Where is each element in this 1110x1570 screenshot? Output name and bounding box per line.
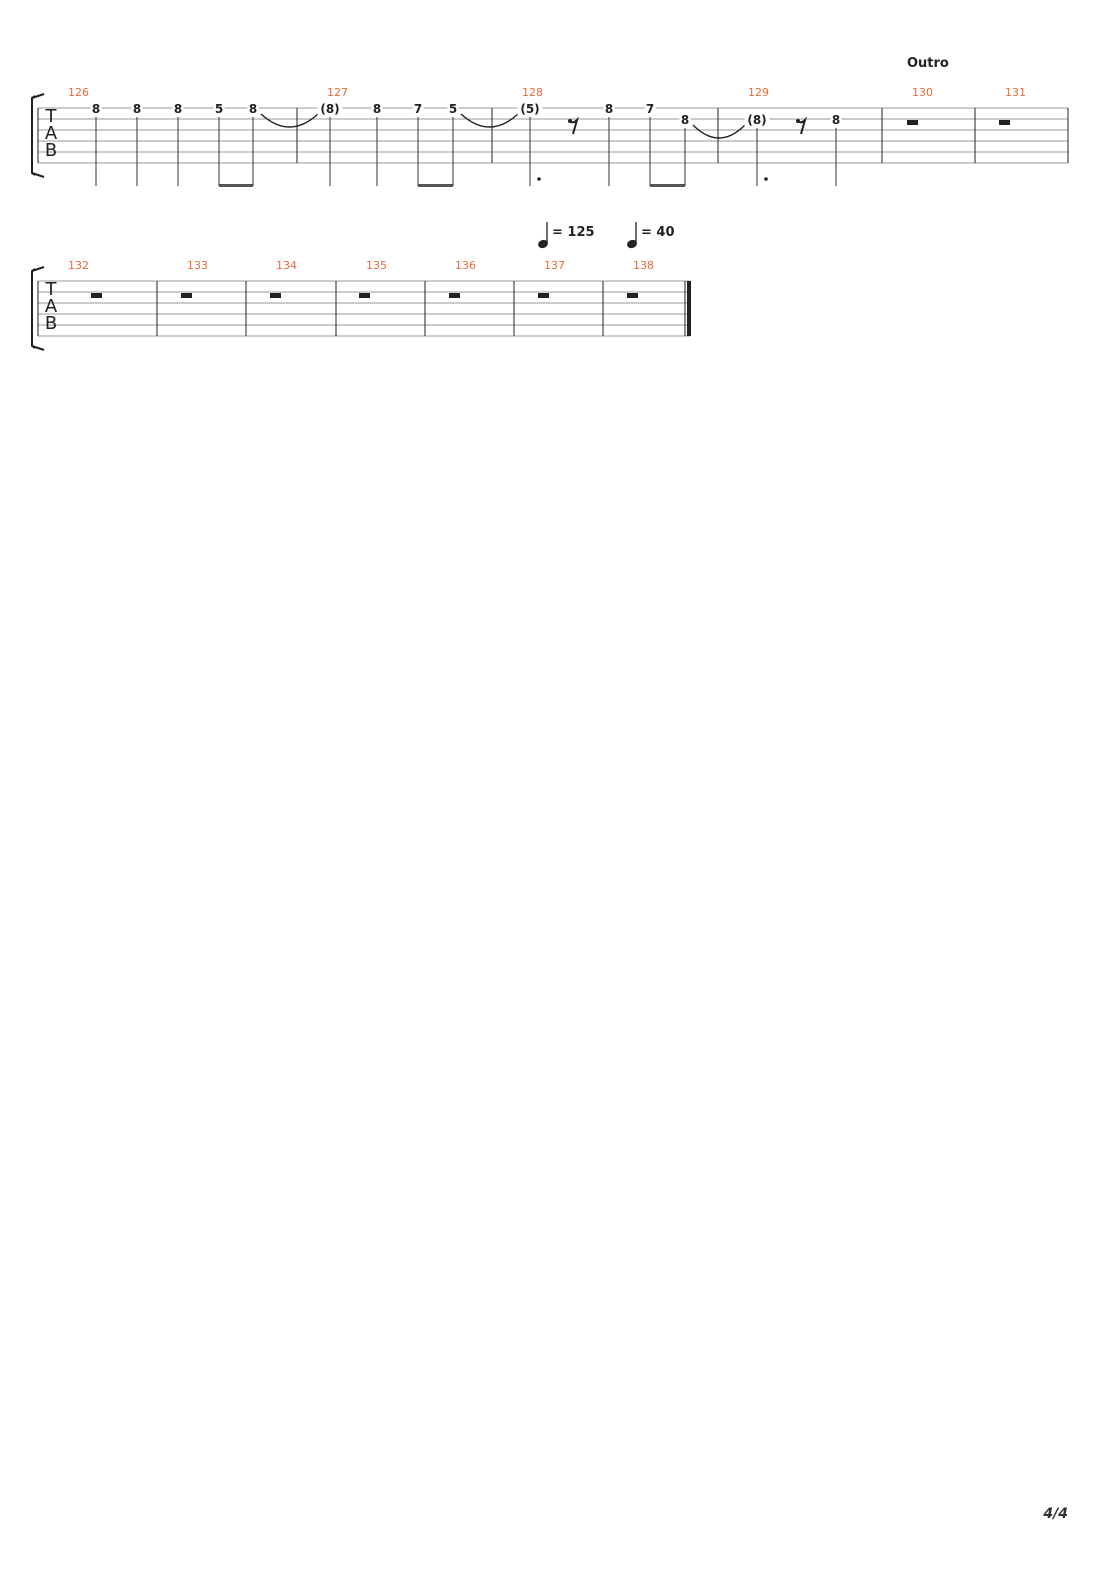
quarter-note-icon	[538, 239, 548, 249]
fret-mask	[830, 115, 842, 126]
eighth-beam	[650, 184, 685, 187]
tie-arc	[260, 113, 319, 128]
measure-number: 127	[327, 86, 348, 99]
fret-number: 7	[646, 102, 654, 116]
fret-mask	[603, 104, 615, 115]
whole-rest	[999, 120, 1010, 125]
fret-mask	[131, 104, 143, 115]
whole-rest	[627, 293, 638, 298]
fret-number: (8)	[747, 113, 766, 127]
fret-number: 5	[449, 102, 457, 116]
fret-mask	[679, 115, 691, 126]
fret-number: 8	[832, 113, 840, 127]
page-number: 4/4	[1043, 1506, 1068, 1522]
measure-number: 136	[455, 259, 476, 272]
tie-arc	[460, 113, 519, 128]
fret-mask	[447, 104, 459, 115]
fret-number: (8)	[320, 102, 339, 116]
fret-number: (5)	[520, 102, 539, 116]
fret-number: 8	[92, 102, 100, 116]
tab-clef-letter: T	[45, 279, 58, 300]
whole-rest	[538, 293, 549, 298]
fret-mask	[517, 104, 543, 115]
fret-number: 8	[133, 102, 141, 116]
tempo-marking: = 40	[641, 225, 675, 240]
tab-clef-letter: A	[45, 123, 58, 144]
measure-number: 135	[366, 259, 387, 272]
whole-rest	[91, 293, 102, 298]
whole-rest	[907, 120, 918, 125]
tab-clef-letter: B	[45, 313, 57, 334]
fret-mask	[412, 104, 424, 115]
measure-number: 134	[276, 259, 297, 272]
fret-number: 8	[605, 102, 613, 116]
quarter-note-icon	[627, 239, 637, 249]
eighth-beam	[219, 184, 253, 187]
system-bracket	[31, 93, 45, 178]
measure-number: 126	[68, 86, 89, 99]
fret-number: 5	[215, 102, 223, 116]
fret-mask	[213, 104, 225, 115]
fret-mask	[744, 115, 770, 126]
eighth-rest-dot	[568, 119, 572, 123]
measure-number: 137	[544, 259, 565, 272]
fret-mask	[247, 104, 259, 115]
whole-rest	[449, 293, 460, 298]
section-marker: Outro	[907, 56, 949, 71]
final-barline-thick	[687, 281, 691, 336]
whole-rest	[359, 293, 370, 298]
fret-mask	[371, 104, 383, 115]
measure-number: 131	[1005, 86, 1026, 99]
tab-clef-letter: A	[45, 296, 58, 317]
whole-rest	[270, 293, 281, 298]
fret-mask	[644, 104, 656, 115]
augmentation-dot	[764, 177, 768, 181]
measure-number: 129	[748, 86, 769, 99]
fret-number: 8	[373, 102, 381, 116]
tab-clef-letter: T	[45, 106, 58, 127]
fret-mask	[90, 104, 102, 115]
measure-number: 128	[522, 86, 543, 99]
augmentation-dot	[537, 177, 541, 181]
fret-number: 7	[414, 102, 422, 116]
system-bracket	[31, 266, 45, 351]
fret-number: 8	[174, 102, 182, 116]
measure-number: 132	[68, 259, 89, 272]
measure-number: 130	[912, 86, 933, 99]
fret-number: 8	[681, 113, 689, 127]
measure-number: 133	[187, 259, 208, 272]
whole-rest	[181, 293, 192, 298]
fret-mask	[172, 104, 184, 115]
measure-number: 138	[633, 259, 654, 272]
fret-number: 8	[249, 102, 257, 116]
eighth-rest-dot	[796, 119, 800, 123]
fret-mask	[317, 104, 343, 115]
tie-arc	[692, 124, 746, 139]
eighth-beam	[418, 184, 453, 187]
tempo-marking: = 125	[552, 225, 595, 240]
tab-clef-letter: B	[45, 140, 57, 161]
